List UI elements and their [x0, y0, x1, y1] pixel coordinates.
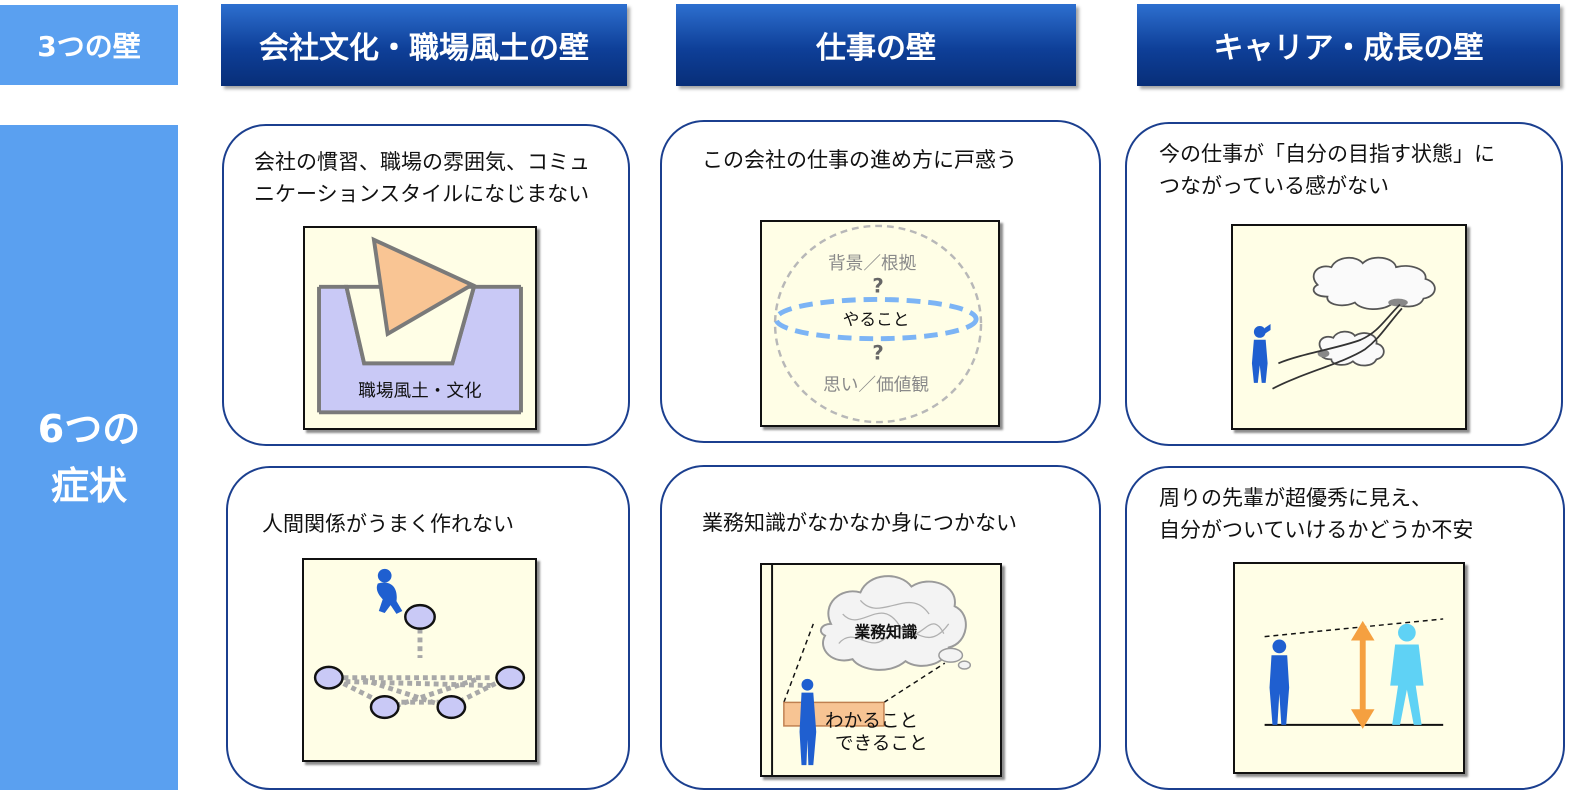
- six-symptoms-label: 6つの 症状: [0, 125, 178, 790]
- background-reason-label: 背景／根拠: [828, 253, 917, 274]
- symptom-card-business-knowledge: 業務知識がなかなか身につかない 業務知識 わかること できること: [660, 465, 1101, 790]
- people-circles: [313, 603, 526, 720]
- question-mark-top: ?: [872, 275, 883, 298]
- symptom-text: 周りの先輩が超優秀に見え、 自分がついていけるかどうか不安: [1159, 486, 1474, 542]
- relation-arrows: [342, 628, 497, 708]
- six-symptoms-line1: 6つの: [37, 406, 141, 451]
- can-do-label: できること: [835, 733, 928, 754]
- symptom-text: 人間関係がうまく作れない: [262, 512, 514, 536]
- culture-mismatch-svg: 職場風土・文化: [317, 236, 523, 415]
- header-work-wall: 仕事の壁: [676, 4, 1076, 86]
- current-cloud-icon: [1317, 330, 1385, 367]
- culture-wall-label: 職場風土・文化: [358, 381, 481, 402]
- career-path-svg: [1251, 256, 1436, 390]
- illustration-culture-mismatch: 職場風土・文化: [303, 226, 537, 430]
- illustration-career-path: [1231, 224, 1467, 430]
- symptom-card-relationships: 人間関係がうまく作れない: [226, 466, 630, 790]
- task-ellipse: [773, 297, 979, 342]
- senior-comparison-svg: [1264, 618, 1444, 729]
- symptom-text: 業務知識がなかなか身につかない: [702, 511, 1017, 535]
- looking-person-icon: [1251, 324, 1271, 383]
- goal-cloud-icon: [1312, 256, 1436, 310]
- illustration-work-process: 背景／根拠 ? やること ? 思い／価値観: [760, 220, 1000, 427]
- values-label: 思い／価値観: [823, 375, 929, 396]
- illustration-senior-comparison: [1233, 562, 1465, 774]
- symptom-card-career-anxiety: 周りの先輩が超優秀に見え、 自分がついていけるかどうか不安: [1125, 466, 1565, 790]
- knowledge-cloud: 業務知識: [819, 575, 972, 671]
- symptom-card-culture-habits: 会社の慣習、職場の雰囲気、コミュ ニケーションスタイルになじまない 職場風土・文…: [222, 124, 630, 446]
- symptom-text: 会社の慣習、職場の雰囲気、コミュ ニケーションスタイルになじまない: [254, 150, 590, 206]
- question-mark-bottom: ?: [872, 341, 883, 364]
- symptom-card-work-process: この会社の仕事の進め方に戸惑う 背景／根拠 ? やること ? 思い／価値観: [660, 120, 1101, 443]
- thinking-person-icon: [799, 678, 817, 766]
- illustration-business-knowledge: 業務知識 わかること できること: [760, 563, 1002, 777]
- relationships-svg: [313, 568, 526, 720]
- symptom-card-career-connection: 今の仕事が「自分の目指す状態」に つながっている感がない: [1125, 122, 1563, 446]
- senior-person-icon: [1390, 623, 1424, 725]
- header-culture-wall: 会社文化・職場風土の壁: [221, 4, 627, 86]
- task-label: やること: [843, 310, 910, 329]
- six-symptoms-line2: 症状: [50, 463, 127, 508]
- height-gap-arrow: [1350, 620, 1375, 729]
- symptom-text: 今の仕事が「自分の目指す状態」に つながっている感がない: [1159, 142, 1495, 198]
- known-label: わかること: [825, 711, 918, 732]
- knowledge-cloud-label: 業務知識: [854, 623, 918, 642]
- illustration-relationships: [302, 558, 537, 762]
- three-walls-label: 3つの壁: [0, 5, 178, 85]
- work-process-svg: 背景／根拠 ? やること ? 思い／価値観: [773, 224, 983, 424]
- symptom-text: この会社の仕事の進め方に戸惑う: [702, 148, 1017, 172]
- business-knowledge-svg: 業務知識 わかること できること: [771, 565, 972, 775]
- triangle-piece: [371, 236, 477, 338]
- header-career-wall: キャリア・成長の壁: [1137, 4, 1560, 86]
- self-person-icon: [1269, 639, 1290, 725]
- worried-person-icon: [376, 568, 403, 614]
